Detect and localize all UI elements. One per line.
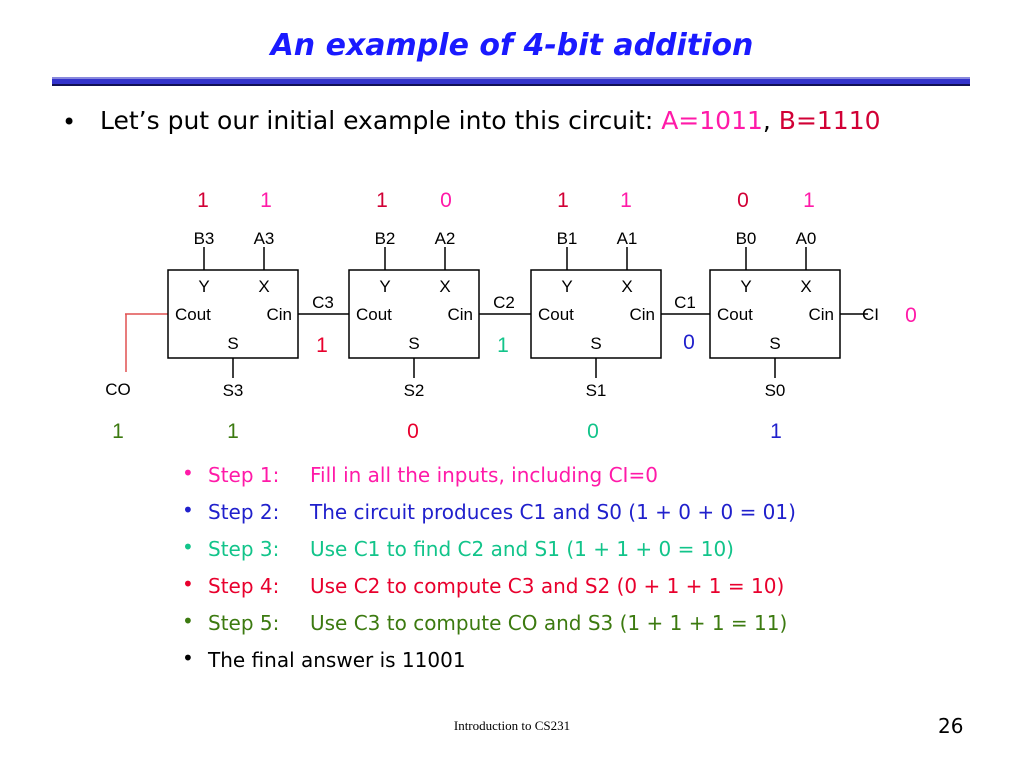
sum-s2-value: 0 (407, 420, 419, 443)
carry-value-c2: 1 (497, 334, 509, 357)
step-1-text: Fill in all the inputs, including CI=0 (310, 463, 658, 487)
adder-block-0 (709, 269, 841, 359)
step-1: • Step 1: Fill in all the inputs, includin… (182, 460, 796, 497)
step-2-label: Step 2: (208, 500, 280, 524)
step-3: • Step 3: Use C1 to find C2 and S1 (1 + 1 … (182, 534, 796, 571)
step-4-label: Step 4: (208, 574, 280, 598)
label-a0: A0 (796, 229, 817, 248)
step-5-label: Step 5: (208, 611, 280, 635)
adder-block-1 (530, 269, 662, 359)
port-cout: Cout (356, 305, 392, 324)
port-y: Y (198, 277, 209, 296)
port-s: S (227, 334, 238, 353)
adder-block-2 (348, 269, 480, 359)
carry-value-c3: 1 (316, 334, 328, 357)
port-s: S (590, 334, 601, 353)
step-5: • Step 5: Use C3 to compute CO and S3 (1 +… (182, 608, 796, 645)
step-4-text: Use C2 to compute C3 and S2 (0 + 1 + 1 =… (310, 574, 785, 598)
sum-s0-value: 1 (770, 420, 782, 443)
bullet-icon: • (182, 609, 194, 633)
page-number: 26 (938, 714, 964, 738)
port-x: X (621, 277, 632, 296)
step-2: • Step 2: The circuit produces C1 and S0 (… (182, 497, 796, 534)
input-b1-value: 1 (557, 189, 569, 212)
input-a0-value: 1 (803, 189, 815, 212)
port-x: X (258, 277, 269, 296)
label-b0: B0 (736, 229, 757, 248)
final-answer-text: The final answer is 11001 (208, 648, 466, 672)
port-y: Y (379, 277, 390, 296)
input-b3-value: 1 (197, 189, 209, 212)
port-cin: Cin (447, 305, 473, 324)
intro-bullet: Let’s put our initial example into this … (100, 106, 881, 135)
carry-in-value: 0 (905, 304, 917, 327)
footer-course: Introduction to CS231 (453, 718, 571, 733)
step-2-text: The circuit produces C1 and S0 (1 + 0 + … (310, 500, 796, 524)
carry-value-c1: 0 (683, 331, 695, 354)
sum-s1-value: 0 (587, 420, 599, 443)
label-s0: S0 (765, 381, 786, 400)
label-s2: S2 (404, 381, 425, 400)
step-3-text: Use C1 to find C2 and S1 (1 + 1 + 0 = 10… (310, 537, 734, 561)
separator: , (762, 106, 771, 135)
port-s: S (769, 334, 780, 353)
label-b1: B1 (557, 229, 578, 248)
bullet-icon: • (182, 646, 194, 670)
label-s1: S1 (586, 381, 607, 400)
bullet-icon: • (182, 535, 194, 559)
port-cout: Cout (538, 305, 574, 324)
label-a1: A1 (617, 229, 638, 248)
final-answer: • The final answer is 11001 (182, 645, 796, 682)
bullet-icon: • (182, 572, 194, 596)
adder-block-3 (167, 269, 299, 359)
port-y: Y (740, 277, 751, 296)
label-s3: S3 (223, 381, 244, 400)
input-a3-value: 1 (260, 189, 272, 212)
input-b0-value: 0 (737, 189, 749, 212)
label-b3: B3 (194, 229, 215, 248)
port-cout: Cout (717, 305, 753, 324)
steps-list: • Step 1: Fill in all the inputs, includin… (182, 460, 796, 682)
step-3-label: Step 3: (208, 537, 280, 561)
bullet-icon: • (182, 498, 194, 522)
port-cin: Cin (808, 305, 834, 324)
input-a2-value: 0 (440, 189, 452, 212)
port-s: S (408, 334, 419, 353)
input-a1-value: 1 (620, 189, 632, 212)
carry-out-value: 1 (112, 420, 124, 443)
carry-label-c3: C3 (312, 293, 334, 312)
step-4: • Step 4: Use C2 to compute C3 and S2 (0 +… (182, 571, 796, 608)
carry-in-label: CI (862, 305, 879, 324)
title-underline (52, 77, 970, 86)
port-cout: Cout (175, 305, 211, 324)
carry-out-label: CO (105, 380, 131, 399)
label-b2: B2 (375, 229, 396, 248)
intro-text: Let’s put our initial example into this … (100, 106, 662, 135)
value-b: B=1110 (778, 106, 881, 135)
step-5-text: Use C3 to compute CO and S3 (1 + 1 + 1 =… (310, 611, 788, 635)
circuit-wires (125, 247, 868, 378)
bullet-icon: • (62, 108, 77, 136)
port-y: Y (561, 277, 572, 296)
slide-title: An example of 4-bit addition (270, 28, 754, 63)
port-cin: Cin (629, 305, 655, 324)
bullet-icon: • (182, 461, 194, 485)
input-b2-value: 1 (376, 189, 388, 212)
carry-label-c2: C2 (493, 293, 515, 312)
value-a: A=1011 (661, 106, 763, 135)
label-a2: A2 (435, 229, 456, 248)
adder-blocks (167, 269, 841, 359)
carry-label-c1: C1 (674, 293, 696, 312)
label-a3: A3 (254, 229, 275, 248)
step-1-label: Step 1: (208, 463, 280, 487)
port-cin: Cin (266, 305, 292, 324)
port-x: X (439, 277, 450, 296)
sum-s3-value: 1 (227, 420, 239, 443)
port-x: X (800, 277, 811, 296)
